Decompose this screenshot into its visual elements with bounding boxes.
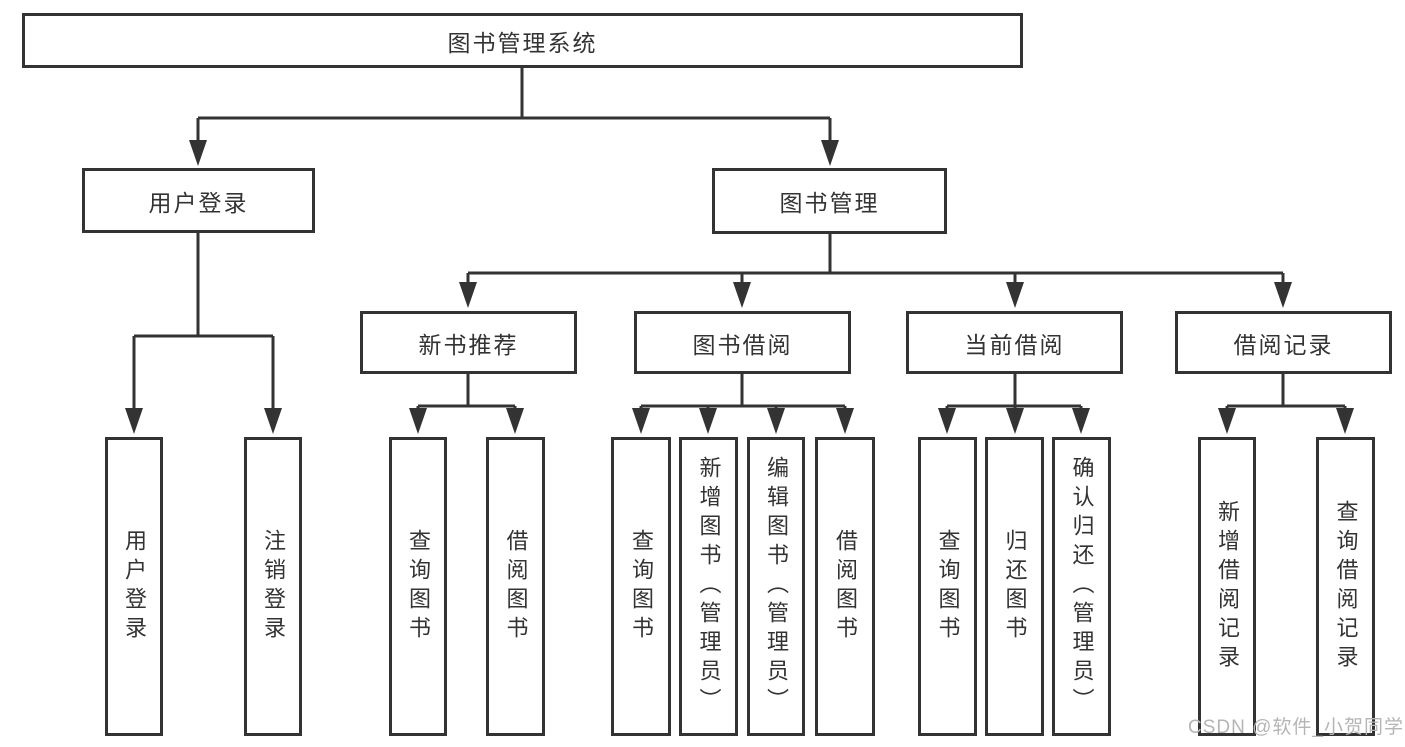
leaf-edit-books-admin: 编辑图书（管理员） (747, 437, 805, 736)
node-library-management-system: 图书管理系统 (22, 13, 1023, 68)
node-book-management: 图书管理 (712, 168, 947, 234)
leaf-borrow-books-borrowing: 借阅图书 (815, 437, 875, 736)
leaf-user-login: 用户登录 (105, 437, 163, 736)
leaf-return-books: 归还图书 (985, 437, 1044, 736)
node-book-borrowing: 图书借阅 (634, 311, 851, 374)
leaf-add-books-admin: 新增图书（管理员） (679, 437, 738, 736)
leaf-confirm-return-admin: 确认归还（管理员） (1052, 437, 1111, 736)
leaf-query-books-current: 查询图书 (918, 437, 977, 736)
node-current-borrowing: 当前借阅 (906, 311, 1123, 374)
leaf-query-borrow-record: 查询借阅记录 (1316, 437, 1375, 736)
leaf-query-books-recommend: 查询图书 (389, 437, 447, 736)
node-borrowing-records: 借阅记录 (1175, 311, 1392, 374)
leaf-add-borrow-record: 新增借阅记录 (1198, 437, 1256, 736)
leaf-query-books-borrowing: 查询图书 (611, 437, 671, 736)
leaf-borrow-books-recommend: 借阅图书 (486, 437, 545, 736)
node-new-book-recommendation: 新书推荐 (360, 311, 577, 374)
watermark: CSDN @软件_小贺同学 (1188, 717, 1404, 738)
node-user-login: 用户登录 (82, 168, 315, 233)
leaf-logout: 注销登录 (244, 437, 302, 736)
